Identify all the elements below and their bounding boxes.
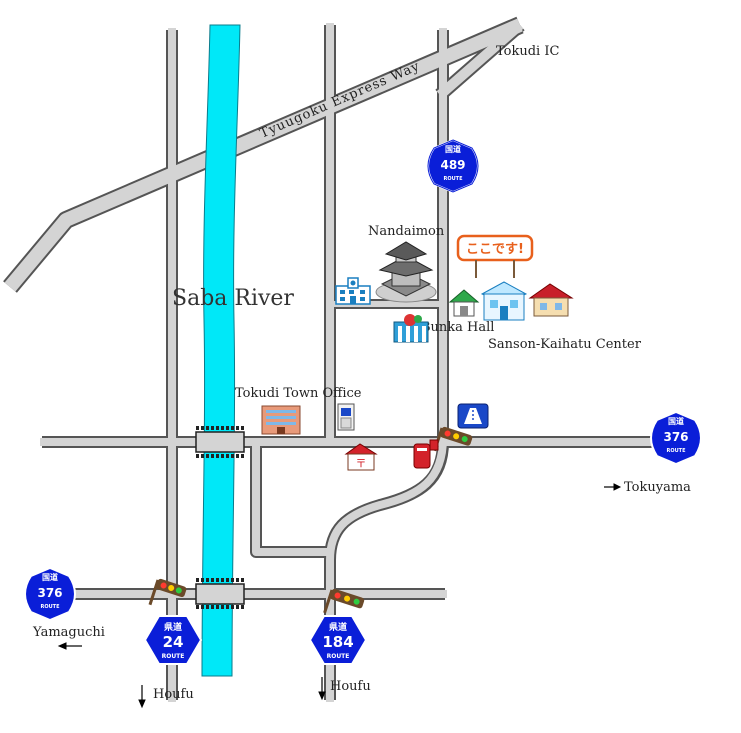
arrow-houfu-left-icon bbox=[138, 685, 146, 709]
arrow-houfu-right-icon bbox=[318, 677, 326, 701]
school-icon bbox=[335, 277, 371, 305]
svg-text:国道: 国道 bbox=[42, 572, 58, 582]
traffic-light-icon bbox=[148, 578, 187, 606]
bridge-main bbox=[195, 426, 245, 458]
route-376-left-shield-icon: 国道 376 ROUTE bbox=[24, 566, 76, 622]
route-k24-shield-icon: 県道 24 ROUTE bbox=[143, 615, 203, 665]
highway-sign-icon bbox=[457, 403, 489, 429]
label-bunka-hall: Bunka Hall bbox=[421, 320, 494, 335]
label-houfu-right: Houfu bbox=[330, 679, 371, 694]
svg-text:県道: 県道 bbox=[164, 621, 182, 633]
svg-text:ROUTE: ROUTE bbox=[327, 653, 350, 660]
sanson-center-building-icon bbox=[480, 281, 528, 321]
svg-text:24: 24 bbox=[163, 633, 184, 651]
route-k184-shield-icon: 県道 184 ROUTE bbox=[308, 615, 368, 665]
house-red-icon bbox=[528, 283, 574, 317]
road-loop-edge bbox=[250, 442, 330, 558]
label-yamaguchi: Yamaguchi bbox=[32, 625, 105, 640]
nandaimon-pagoda-icon bbox=[375, 241, 437, 303]
svg-text:489: 489 bbox=[440, 158, 465, 172]
arrow-tokuyama-icon bbox=[604, 483, 622, 491]
svg-text:184: 184 bbox=[322, 633, 353, 651]
svg-text:ROUTE: ROUTE bbox=[444, 176, 464, 182]
label-town-office: Tokudi Town Office bbox=[235, 386, 362, 401]
route-489-shield-icon: 国道 489 ROUTE bbox=[427, 138, 479, 194]
label-tokuyama: Tokuyama bbox=[624, 480, 691, 495]
label-express-way: Tyuugoku Express Way bbox=[258, 59, 423, 142]
roads-fill bbox=[4, 18, 662, 702]
label-saba-river: Saba River bbox=[172, 286, 294, 311]
arrow-yamaguchi-icon bbox=[57, 642, 82, 650]
svg-text:国道: 国道 bbox=[445, 144, 461, 154]
town-office-building-icon bbox=[261, 405, 301, 435]
route-376-right-shield-icon: 国道 376 ROUTE bbox=[650, 410, 702, 466]
saba-river bbox=[201, 24, 241, 677]
label-nandaimon: Nandaimon bbox=[368, 224, 445, 239]
svg-text:県道: 県道 bbox=[329, 621, 347, 633]
police-box-icon bbox=[337, 403, 355, 431]
label-sanson: Sanson-Kaihatu Center bbox=[488, 337, 642, 352]
here-marker: ここです! bbox=[456, 234, 534, 278]
svg-text:〒: 〒 bbox=[356, 457, 367, 470]
svg-text:376: 376 bbox=[663, 430, 688, 444]
svg-text:ROUTE: ROUTE bbox=[162, 653, 185, 660]
label-houfu-left: Houfu bbox=[153, 687, 194, 702]
traffic-light-icon bbox=[323, 588, 365, 614]
bunka-hall-icon bbox=[393, 314, 429, 343]
svg-text:376: 376 bbox=[37, 586, 62, 600]
svg-text:ROUTE: ROUTE bbox=[41, 604, 61, 610]
bridge-bottom bbox=[195, 578, 245, 609]
label-tokudi-ic: Tokudi IC bbox=[496, 44, 559, 59]
house-green-icon bbox=[448, 289, 480, 317]
mailbox-icon bbox=[413, 439, 439, 469]
svg-text:国道: 国道 bbox=[668, 416, 684, 426]
post-office-icon: 〒 bbox=[344, 443, 378, 471]
svg-text:ROUTE: ROUTE bbox=[667, 448, 687, 454]
svg-text:ここです!: ここです! bbox=[466, 242, 524, 257]
